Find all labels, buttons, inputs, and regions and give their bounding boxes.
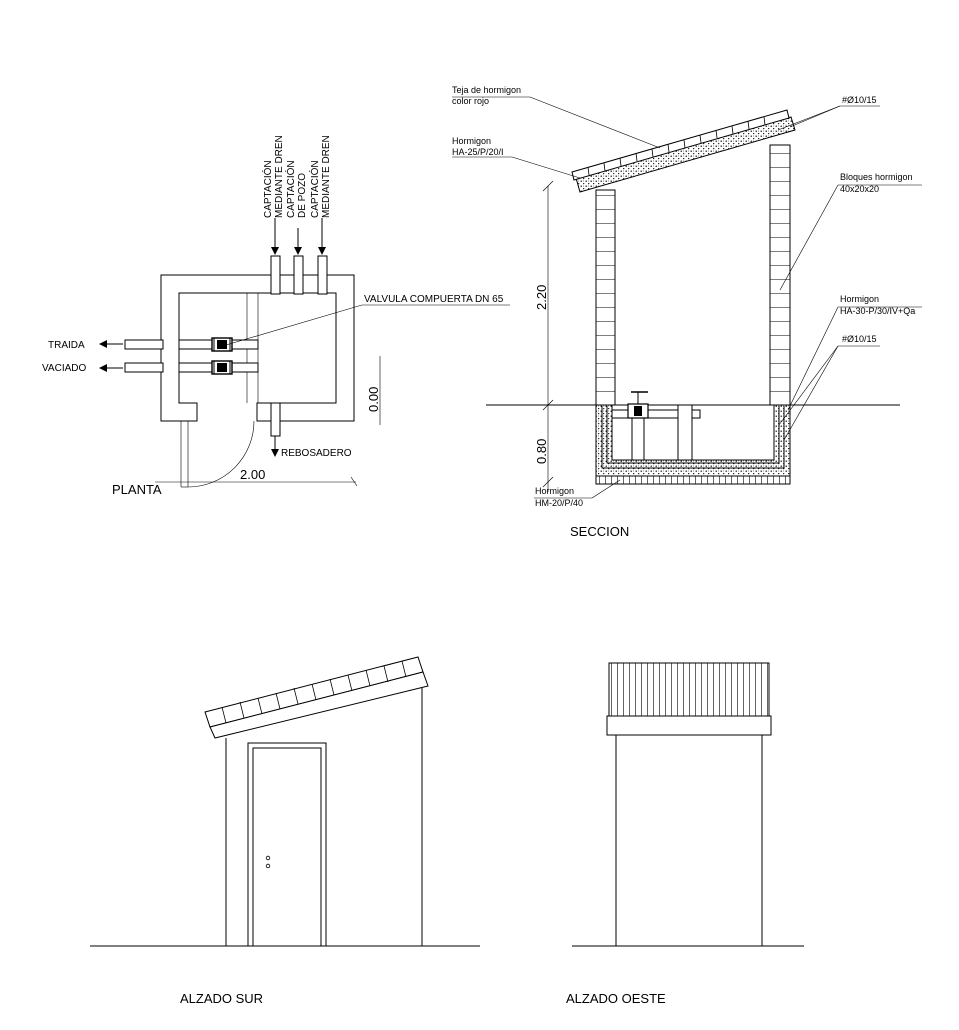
rebar-top-label: #Ø10/15: [842, 95, 877, 105]
dim-height-label: 2.20: [534, 285, 549, 310]
inlet-label-2a: CAPTACIÓN: [284, 160, 297, 218]
door: [247, 742, 327, 947]
roof-tiles: [587, 116, 766, 176]
alzado-sur-title: ALZADO SUR: [180, 991, 263, 1006]
door-swing: [180, 420, 255, 488]
dim-depth-label-seccion: 0.80: [534, 439, 549, 464]
planta-view: CAPTACIÓN MEDIANTE DREN CAPTACIÓN DE POZ…: [42, 135, 510, 497]
inlet-pipes: [270, 218, 328, 295]
outlet-label-vaciado: VACIADO: [42, 363, 86, 374]
overflow-label: REBOSADERO: [281, 448, 352, 459]
inlet-label-2b: DE POZO: [297, 173, 308, 218]
valve-equipment: [611, 391, 701, 461]
seccion-view: 2.20 0.80 Teja de hormigon color rojo Ho…: [452, 85, 922, 539]
roof-tile-label-2: color rojo: [452, 96, 489, 106]
planta-title: PLANTA: [112, 482, 162, 497]
base-concrete-label-1: Hormigon: [840, 294, 879, 304]
roof-tile-label-1: Teja de hormigon: [452, 85, 521, 95]
outlet-label-traida: TRAIDA: [48, 340, 85, 351]
roof-concrete-label-2: HA-25/P/20/I: [452, 147, 504, 157]
lean-concrete-label-1: Hormigon: [535, 486, 574, 496]
blocks-label-1: Bloques hormigon: [840, 172, 913, 182]
alzado-oeste-view: ALZADO OESTE: [566, 662, 804, 1006]
base-concrete-label-2: HA-30-P/30/IV+Qa: [840, 306, 915, 316]
blocks-label-2: 40x20x20: [840, 184, 879, 194]
alzado-oeste-title: ALZADO OESTE: [566, 991, 666, 1006]
alzado-sur-view: ALZADO SUR: [90, 656, 480, 1006]
dim-depth-label: 0.00: [366, 387, 381, 412]
dim-width-label: 2.00: [240, 467, 265, 482]
roof-tiles-sur: [221, 660, 407, 724]
seccion-title: SECCION: [570, 524, 629, 539]
lean-concrete-label-2: HM-20/P/40: [535, 498, 583, 508]
inlet-label-3a: CAPTACIÓN: [308, 160, 321, 218]
valve-label: VALVULA COMPUERTA DN 65: [364, 294, 504, 305]
inlet-label-3b: MEDIANTE DREN: [321, 135, 332, 218]
gate-valve-icon: [211, 337, 233, 375]
roof-concrete-label-1: Hormigon: [452, 136, 491, 146]
inlet-label-1b: MEDIANTE DREN: [274, 135, 285, 218]
inlet-label-1a: CAPTACIÓN: [261, 160, 274, 218]
rebar-bottom-label: #Ø10/15: [842, 334, 877, 344]
